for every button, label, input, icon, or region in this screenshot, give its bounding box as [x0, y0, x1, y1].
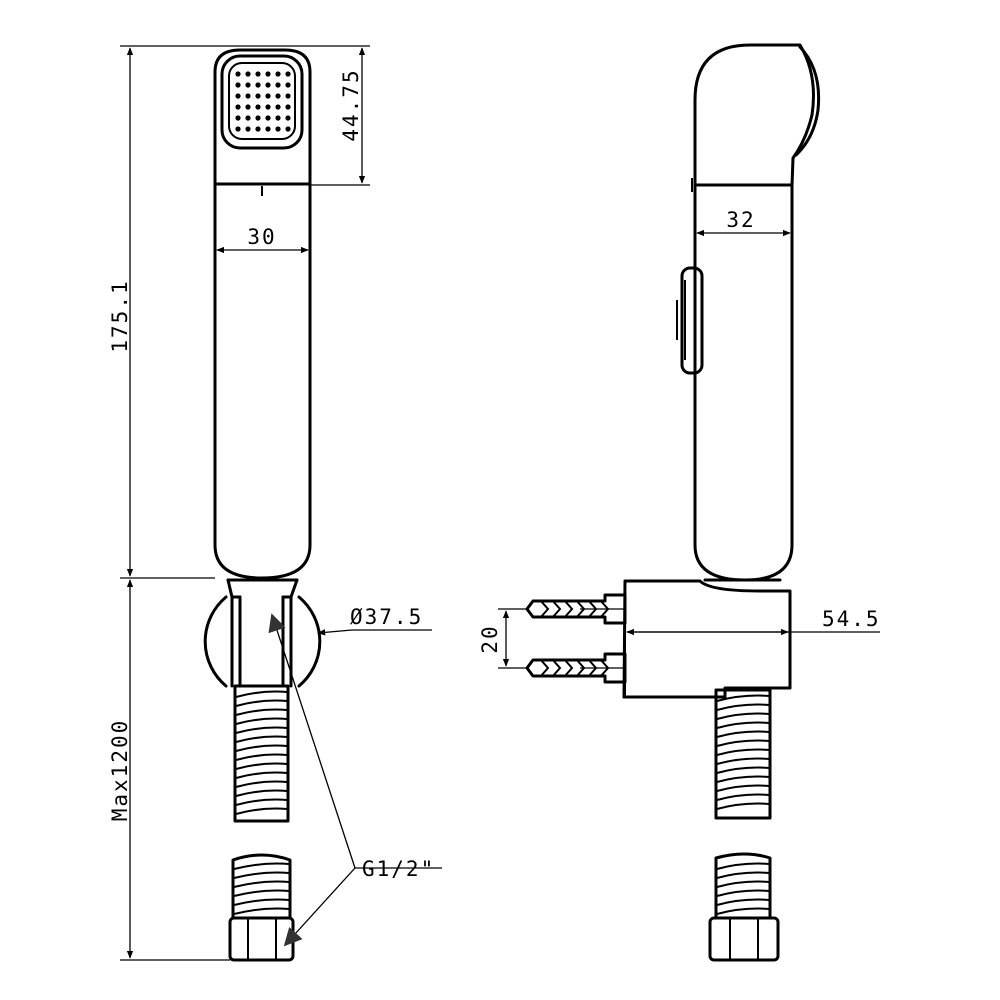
nozzle-face-inner	[228, 62, 296, 140]
front-hose-lower	[231, 853, 292, 920]
side-view	[525, 43, 821, 962]
wall-bracket	[622, 578, 792, 699]
nozzle-face-outer	[220, 54, 304, 150]
trigger-button	[680, 266, 704, 375]
holder-sphere	[203, 595, 228, 688]
dim-head-height: 44.75	[339, 68, 363, 141]
front-hose-upper	[233, 684, 290, 823]
side-handle-outline	[693, 43, 815, 582]
dim-holder-diameter: Ø37.5	[350, 605, 423, 629]
dim-screw-spacing: 20	[478, 624, 502, 653]
side-hose-lower	[714, 852, 772, 920]
nozzle-holes	[235, 71, 291, 132]
dim-front-width: 30	[247, 225, 276, 249]
front-hex-nut	[228, 916, 295, 962]
side-hex-nut	[708, 916, 780, 962]
dim-side-width: 32	[726, 208, 755, 232]
dim-thread-spec: G1/2"	[362, 857, 435, 881]
front-view	[203, 48, 322, 962]
dim-hose-length: Max1200	[108, 719, 132, 822]
wall-screw-bottom	[525, 652, 627, 684]
front-handle-outline	[213, 48, 312, 580]
dimension-lines	[120, 45, 880, 961]
dim-total-length: 175.1	[108, 279, 132, 352]
wall-screw-top	[525, 593, 627, 625]
side-hose-upper	[714, 688, 772, 820]
dim-holder-depth: 54.5	[822, 607, 881, 631]
